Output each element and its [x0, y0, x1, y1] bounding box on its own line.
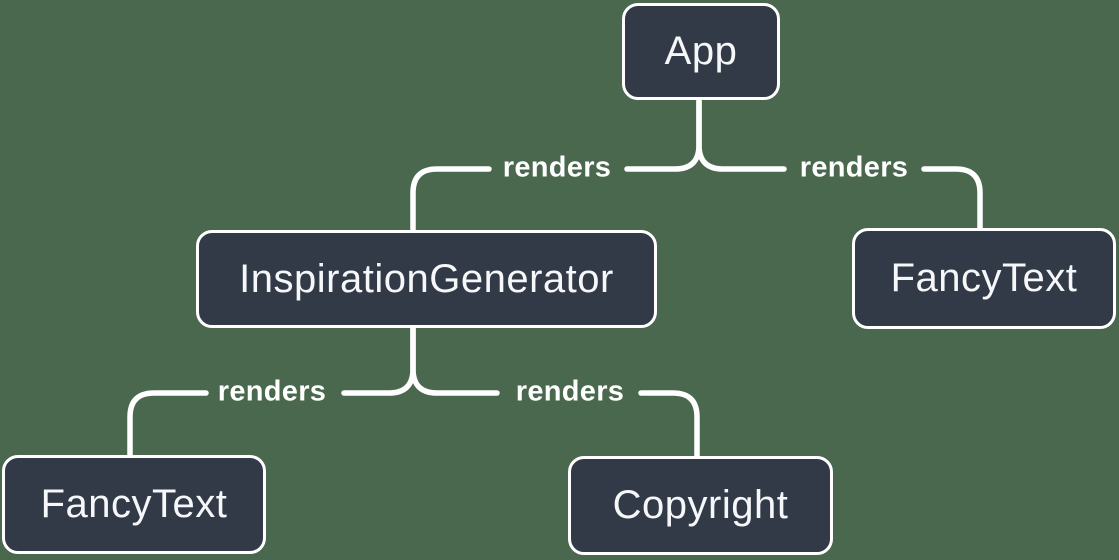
- edge-inspirationgenerator-to-copyright-drop: [638, 390, 700, 460]
- edge-inspirationgenerator-to-fancytext-fork: [341, 324, 416, 396]
- node-fancy-text-left: FancyText: [2, 455, 266, 554]
- edge-label-renders-inspirationgenerator-copyright: renders: [515, 375, 625, 408]
- edge-label-renders-app-inspirationgenerator: renders: [502, 151, 612, 184]
- edge-app-to-inspirationgenerator-fork: [624, 98, 702, 172]
- edge-app-to-fancytext-drop: [921, 166, 983, 232]
- edge-label-renders-app-fancytext: renders: [799, 151, 909, 184]
- edge-inspirationgenerator-to-copyright-fork: [410, 324, 500, 396]
- node-inspiration-generator: InspirationGenerator: [196, 230, 657, 328]
- node-app: App: [622, 3, 780, 100]
- edge-inspirationgenerator-to-fancytext-drop: [127, 390, 209, 459]
- node-copyright: Copyright: [568, 456, 833, 555]
- edge-label-renders-inspirationgenerator-fancytext: renders: [217, 375, 327, 408]
- edge-app-to-fancytext-fork: [696, 98, 787, 172]
- node-fancy-text-right: FancyText: [852, 228, 1116, 329]
- edge-app-to-inspirationgenerator-drop: [410, 166, 492, 234]
